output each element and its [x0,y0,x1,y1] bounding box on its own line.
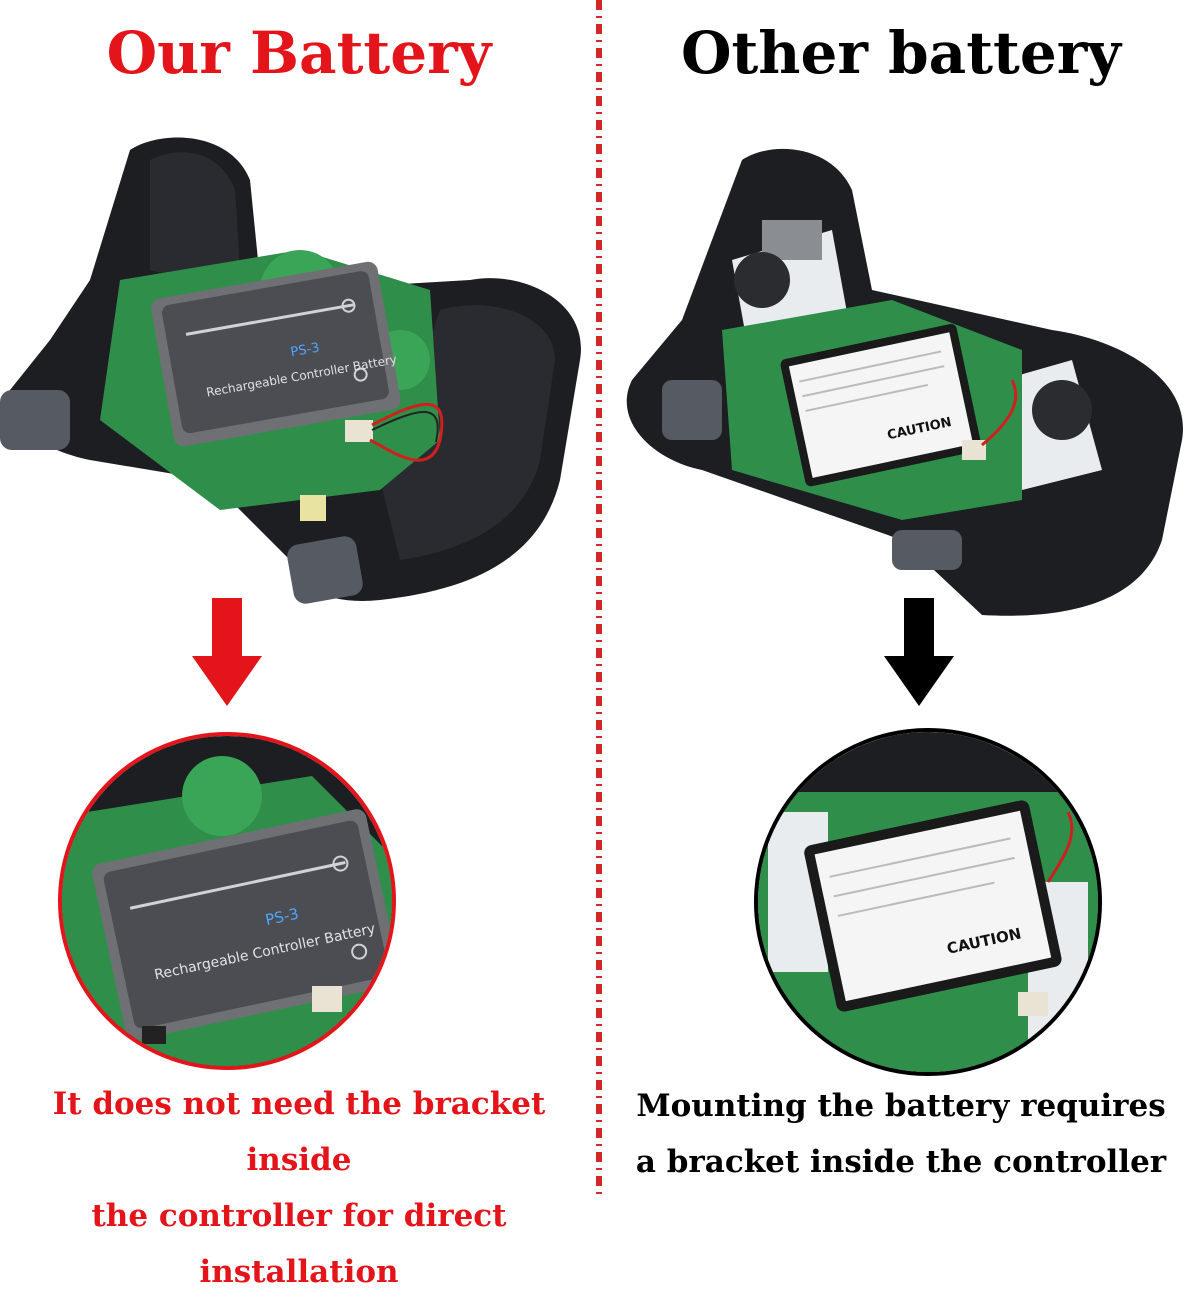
other-battery-heading: Other battery [680,19,1121,87]
battery-model-text: PS-3 [290,340,321,360]
other-battery-caption: Mounting the battery requires a bracket … [602,1078,1200,1190]
other-battery-zoom-circle: CAUTION [754,728,1102,1076]
other-battery-panel: Other battery CAUTION [602,0,1200,1200]
other-battery-controller-photo: CAUTION [626,148,1183,616]
caption-line-2: a bracket inside the controller [635,1144,1167,1180]
caption-line-1: It does not need the bracket inside [52,1086,546,1178]
caption-line-1: Mounting the battery requires [636,1088,1166,1124]
dashed-divider [596,0,602,1200]
our-battery-panel: Our Battery Rechargeable Controller Batt… [0,0,598,1290]
our-battery-controller-photo: Rechargeable Controller Battery PS-3 [0,137,581,604]
caption-line-2: the controller for direct installation [91,1198,507,1290]
down-arrow-icon [192,598,262,706]
our-battery-heading: Our Battery [106,19,492,87]
our-battery-caption: It does not need the bracket inside the … [0,1076,598,1300]
our-battery-zoom-circle: Rechargeable Controller Battery PS-3 [58,732,396,1070]
down-arrow-icon [884,598,954,706]
